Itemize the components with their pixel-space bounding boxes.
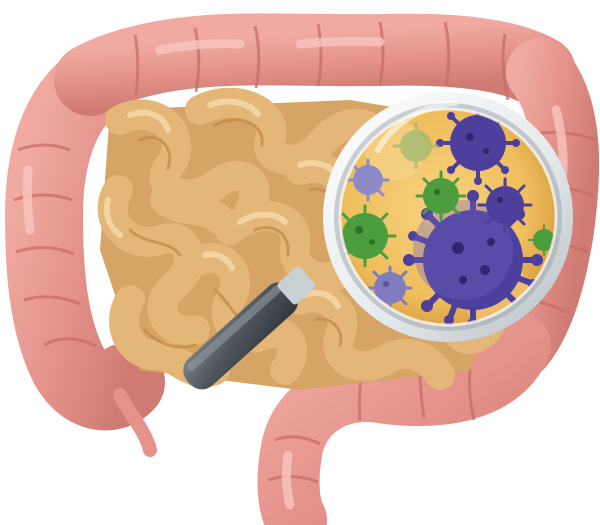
virus-icon bbox=[403, 190, 543, 325]
magnifying-glass-icon bbox=[183, 92, 573, 390]
virus-icon bbox=[367, 265, 413, 311]
bacteria-icon bbox=[392, 122, 440, 170]
magnifier-handle bbox=[183, 266, 316, 390]
virus-icon bbox=[477, 177, 533, 233]
bacteria-icon bbox=[415, 170, 467, 222]
virus-icon bbox=[346, 158, 390, 202]
colon-highlights bbox=[22, 36, 568, 510]
